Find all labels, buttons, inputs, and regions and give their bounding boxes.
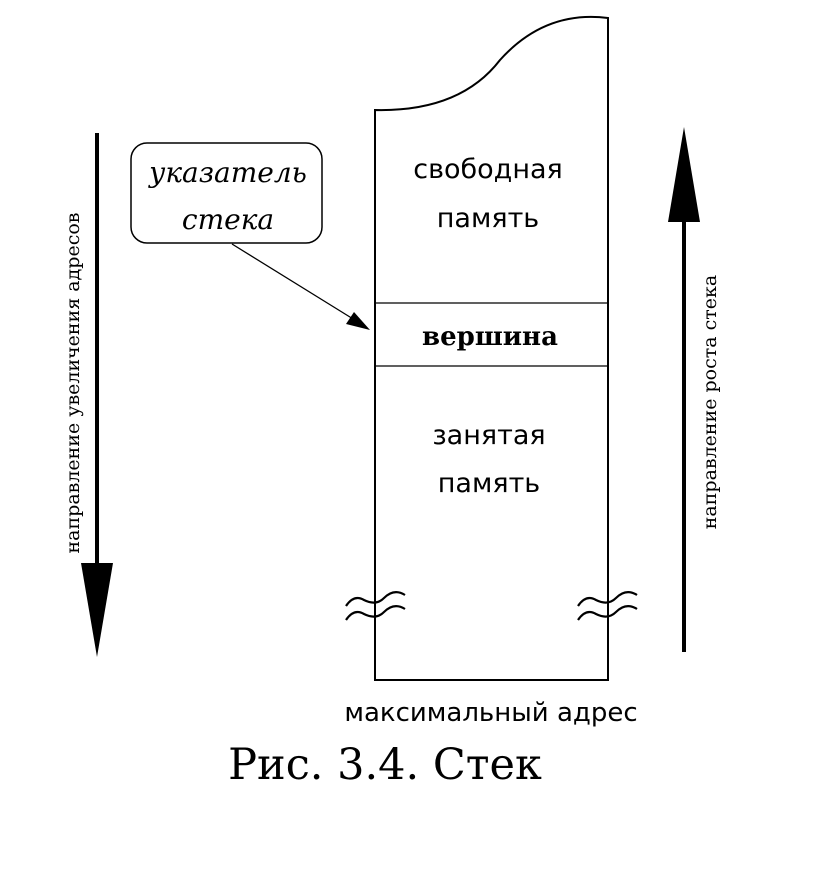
used-memory-label-line2: память [438,468,540,499]
stack-pointer-label-line2: стека [182,203,274,236]
break-mark-right [577,591,638,621]
free-memory-label-line2: память [437,203,539,234]
free-memory-label-line1: свободная [413,154,563,185]
stack-top-label: вершина [422,322,558,352]
stack-pointer-arrow-line [231,243,359,323]
left-arrow-label: направление увеличения адресов [62,213,84,554]
used-memory-label-line1: занятая [432,420,545,451]
left-arrow-head [81,563,113,657]
figure-caption: Рис. 3.4. Стек [228,740,542,790]
stack-pointer-arrow-head [346,312,370,330]
stack-column-outline [374,15,609,681]
right-arrow-head [668,127,700,222]
break-mark-left [345,591,406,621]
max-address-label: максимальный адрес [344,698,637,728]
right-arrow-label: направление роста стека [699,275,721,530]
stack-pointer-callout [130,142,323,244]
stack-pointer-label-line1: указатель [147,156,307,189]
